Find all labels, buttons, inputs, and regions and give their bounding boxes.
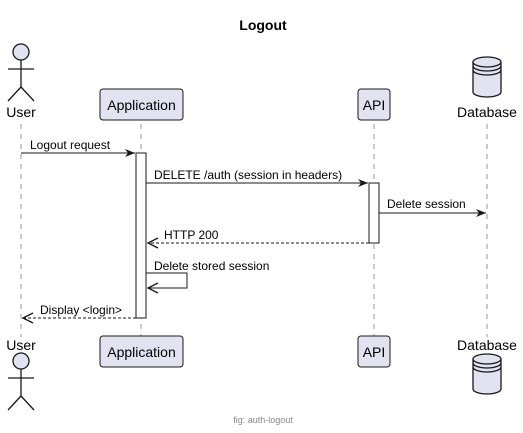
participant-database-bottom: Database xyxy=(457,337,517,395)
participant-label: User xyxy=(6,337,36,353)
participant-label: API xyxy=(363,344,386,360)
participant-database-top: Database xyxy=(457,56,517,120)
participant-user-top: User xyxy=(6,43,36,120)
participant-label: Database xyxy=(457,337,517,353)
message-label: HTTP 200 xyxy=(164,228,219,242)
database-icon xyxy=(472,353,502,395)
figure-caption: fig: auth-logout xyxy=(233,415,293,425)
participant-application-bottom: Application xyxy=(99,335,184,368)
message-http-200: HTTP 200 xyxy=(148,228,369,243)
activation-application xyxy=(135,152,147,319)
participant-box xyxy=(99,88,184,121)
message-label: Delete stored session xyxy=(154,259,269,273)
database-icon xyxy=(472,56,502,98)
message-label: Logout request xyxy=(30,138,111,152)
participant-label: Application xyxy=(107,344,176,360)
participant-label: API xyxy=(363,97,386,113)
message-display-login: Display <login> xyxy=(23,303,136,318)
message-delete-stored-session: Delete stored session xyxy=(146,259,269,288)
participant-label: User xyxy=(6,104,36,120)
activation-api xyxy=(368,182,380,244)
participant-box xyxy=(357,335,391,368)
participant-api-bottom: API xyxy=(357,335,391,368)
participant-label: Database xyxy=(457,104,517,120)
participant-label: Application xyxy=(107,97,176,113)
participant-box xyxy=(357,88,391,121)
message-label: Delete session xyxy=(387,197,466,211)
diagram-title: Logout xyxy=(239,17,287,33)
message-label: Display <login> xyxy=(40,303,122,317)
message-logout-request: Logout request xyxy=(21,138,135,157)
message-delete-auth: DELETE /auth (session in headers) xyxy=(146,168,368,187)
message-delete-session: Delete session xyxy=(379,197,486,217)
message-arrow xyxy=(146,272,188,288)
participant-api-top: API xyxy=(357,88,391,121)
actor-icon xyxy=(7,43,35,102)
participant-application-top: Application xyxy=(99,88,184,121)
message-label: DELETE /auth (session in headers) xyxy=(154,168,342,182)
participant-user-bottom: User xyxy=(6,337,36,411)
participant-box xyxy=(99,335,184,368)
actor-icon xyxy=(7,352,35,411)
